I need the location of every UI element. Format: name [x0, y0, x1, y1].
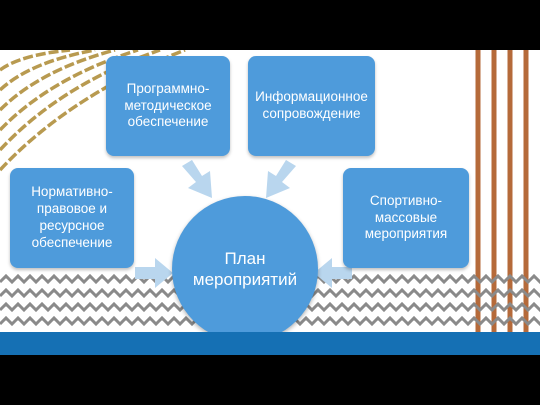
center-node-label: План мероприятий [192, 248, 298, 289]
arrow-right [314, 258, 352, 288]
brown-stripes-decoration [475, 50, 529, 332]
box-sport-events-label: Спортивно-массовые мероприятия [364, 192, 448, 242]
box-normative-support: Нормативно-правовое и ресурсное обеспече… [10, 168, 134, 268]
arrow-left [135, 258, 173, 288]
box-program-methodical: Программно-методическое обеспечение [106, 56, 230, 156]
box-sport-events: Спортивно-массовые мероприятия [343, 168, 469, 268]
slide: Нормативно-правовое и ресурсное обеспече… [0, 50, 540, 355]
footer-bar [0, 332, 540, 355]
arrow-top-right [266, 160, 296, 198]
center-node-event-plan: План мероприятий [172, 196, 318, 342]
box-program-methodical-label: Программно-методическое обеспечение [124, 80, 212, 130]
box-information-support: Информационное сопровождение [248, 56, 375, 156]
box-normative-support-label: Нормативно-правовое и ресурсное обеспече… [31, 184, 113, 250]
arrow-top-left [182, 160, 212, 198]
box-information-support-label: Информационное сопровождение [255, 89, 368, 121]
